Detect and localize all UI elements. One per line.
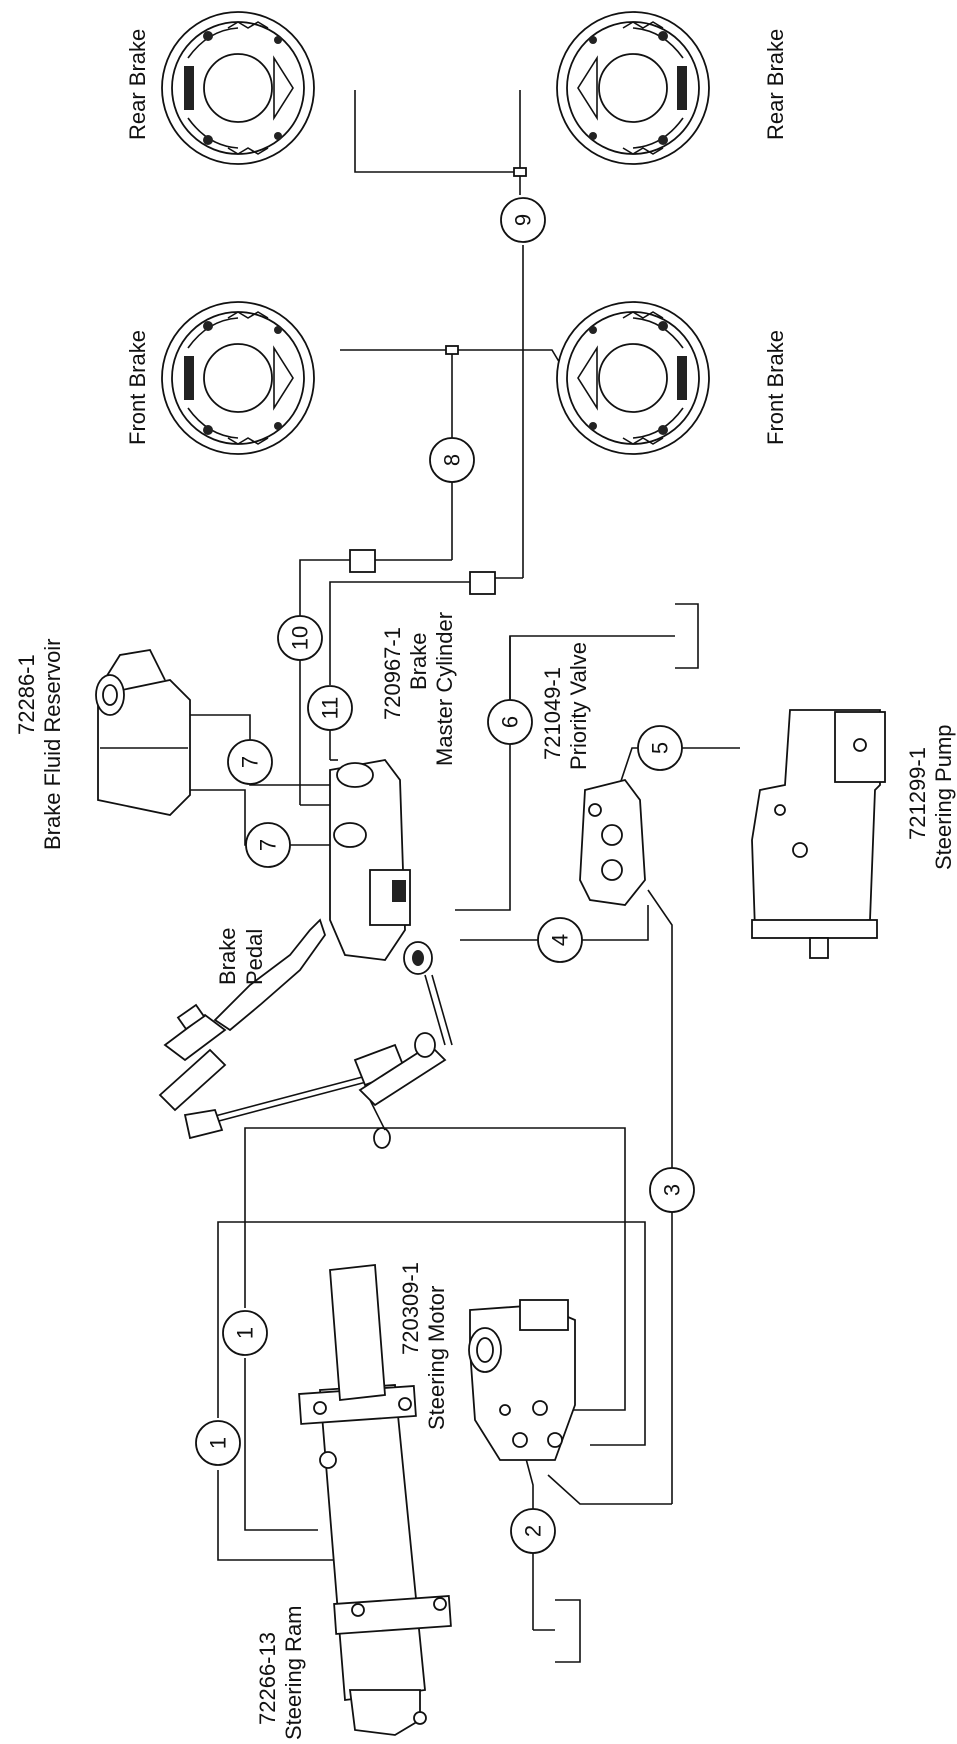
svg-text:3: 3 xyxy=(660,1184,685,1196)
label-priority-name: Priority Valve xyxy=(566,642,591,770)
fittings xyxy=(350,168,526,594)
svg-text:4: 4 xyxy=(548,934,573,946)
label-master-pn: 720967-1 xyxy=(380,627,405,720)
callout-3: 3 xyxy=(650,1168,694,1212)
svg-text:10: 10 xyxy=(288,626,313,650)
adapter-fitting xyxy=(350,550,375,572)
callout-1b: 1 xyxy=(223,1311,267,1355)
callout-6: 6 xyxy=(488,700,532,744)
priority-valve xyxy=(580,780,645,905)
adapter-fitting xyxy=(470,572,495,594)
callout-10: 10 xyxy=(278,616,322,660)
svg-text:1: 1 xyxy=(206,1437,231,1449)
label-priority-pn: 721049-1 xyxy=(540,667,565,760)
tee-fitting-rear xyxy=(514,168,526,176)
front-brake-right xyxy=(557,302,709,454)
brake-fluid-reservoir xyxy=(96,650,190,815)
label-front-brake-right: Front Brake xyxy=(763,330,788,445)
label-master-name2: Master Cylinder xyxy=(432,612,457,766)
label-master-name1: Brake xyxy=(406,633,431,690)
rear-brake-left xyxy=(162,12,314,164)
svg-text:6: 6 xyxy=(498,716,523,728)
callout-11: 11 xyxy=(308,686,352,730)
label-pump-name: Steering Pump xyxy=(931,724,956,870)
label-ram-pn: 72266-13 xyxy=(255,1632,280,1725)
front-brake-left xyxy=(162,302,314,454)
svg-text:11: 11 xyxy=(318,697,343,720)
tee-fitting-front xyxy=(446,346,458,354)
label-front-brake-left: Front Brake xyxy=(125,330,150,445)
brake-pedal xyxy=(160,920,445,1148)
label-pump-pn: 721299-1 xyxy=(905,747,930,840)
label-rear-brake-right: Rear Brake xyxy=(763,29,788,140)
brake-master-cylinder xyxy=(330,760,432,974)
label-pedal-name1: Brake xyxy=(215,928,240,985)
steering-pump xyxy=(752,710,885,958)
svg-text:9: 9 xyxy=(511,214,536,226)
callout-8: 8 xyxy=(430,438,474,482)
label-motor-pn: 720309-1 xyxy=(398,1262,423,1355)
label-reservoir-pn: 72286-1 xyxy=(14,654,39,735)
callout-5: 5 xyxy=(638,726,682,770)
callout-7b: 7 xyxy=(246,823,290,867)
callout-9: 9 xyxy=(501,198,545,242)
steering-motor xyxy=(469,1300,575,1460)
label-rear-brake-left: Rear Brake xyxy=(125,29,150,140)
callout-7a: 7 xyxy=(228,740,272,784)
callout-1a: 1 xyxy=(196,1421,240,1465)
svg-text:7: 7 xyxy=(256,839,281,851)
svg-text:5: 5 xyxy=(648,742,673,754)
svg-text:2: 2 xyxy=(521,1525,546,1537)
label-pedal-name2: Pedal xyxy=(242,929,267,985)
svg-text:8: 8 xyxy=(440,454,465,466)
label-reservoir-name: Brake Fluid Reservoir xyxy=(40,638,65,850)
svg-text:7: 7 xyxy=(238,756,263,768)
label-ram-name: Steering Ram xyxy=(281,1605,306,1740)
svg-text:1: 1 xyxy=(233,1327,258,1339)
label-motor-name: Steering Motor xyxy=(424,1286,449,1430)
rear-brake-right xyxy=(557,12,709,164)
callout-2: 2 xyxy=(511,1509,555,1553)
callout-4: 4 xyxy=(538,918,582,962)
